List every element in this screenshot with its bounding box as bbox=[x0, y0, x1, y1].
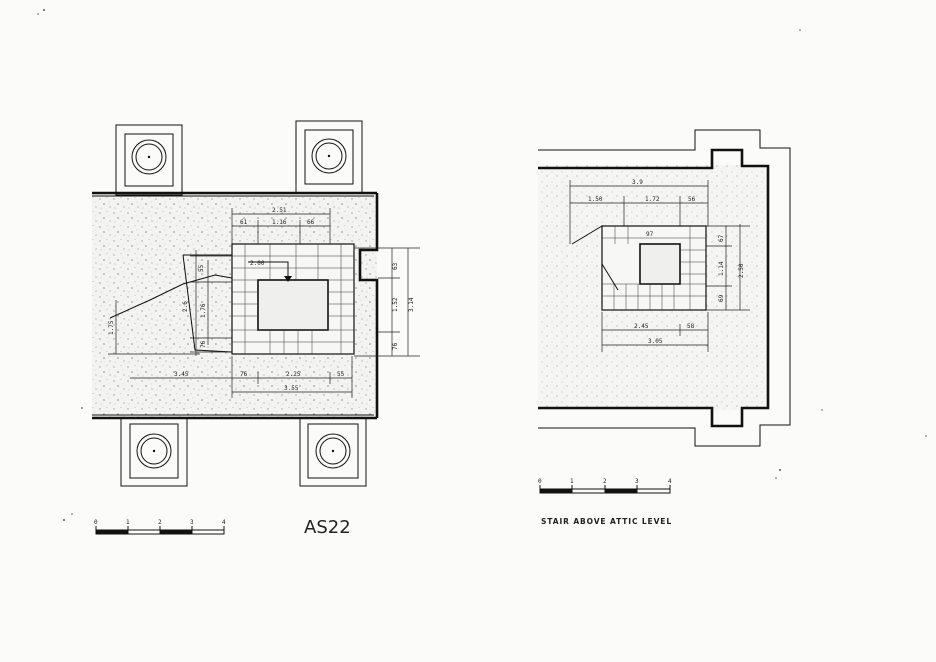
scale-tick: 4 bbox=[668, 478, 672, 485]
left-stair bbox=[231, 243, 355, 355]
left-dimensions-bottom: 3.45 76 2.25 55 3.55 bbox=[130, 356, 353, 398]
dim-inner-label: 2.00 bbox=[250, 260, 265, 267]
column-top-left bbox=[115, 124, 183, 196]
column-bottom-right bbox=[299, 417, 367, 487]
left-dimensions-right: 63 1.52 76 3.14 bbox=[354, 247, 420, 357]
stair-direction-arrow-icon bbox=[248, 261, 289, 278]
dim-bottom-left: 3.45 bbox=[174, 371, 189, 378]
scale-tick: 2 bbox=[603, 478, 607, 485]
dim-left-d: 76 bbox=[200, 340, 207, 348]
left-dimensions-top: 2.51 61 1.16 66 2.00 bbox=[231, 207, 331, 267]
scan-specks bbox=[37, 9, 927, 521]
right-scale-bar: 0 1 2 3 4 bbox=[538, 478, 672, 494]
dim-bottom-overall: 3.05 bbox=[648, 338, 663, 345]
dim-top-b: 1.16 bbox=[272, 219, 287, 226]
right-dimensions-bottom: 2.45 58 3.05 bbox=[601, 312, 709, 352]
left-scale-bar: 0 1 2 3 4 bbox=[94, 519, 226, 535]
dim-right-overall: 2.50 bbox=[738, 263, 745, 278]
scale-tick: 3 bbox=[635, 478, 639, 485]
dim-top-overall: 3.9 bbox=[632, 179, 643, 186]
scale-tick: 3 bbox=[190, 519, 194, 526]
dim-right-c: 76 bbox=[392, 342, 399, 350]
plan-caption: STAIR ABOVE ATTIC LEVEL bbox=[541, 517, 672, 526]
dim-top-c: 66 bbox=[307, 219, 315, 226]
column-center-icon bbox=[147, 155, 151, 159]
left-dimensions-left: 55 2.6 1.76 76 1.75 bbox=[108, 250, 232, 356]
dim-bottom-b: 2.25 bbox=[286, 371, 301, 378]
left-floor-plan: 2.51 61 1.16 66 2.00 55 2.6 1.76 76 1.75 bbox=[92, 120, 420, 487]
dim-top-overall: 2.51 bbox=[272, 207, 287, 214]
dim-top-a: 1.50 bbox=[588, 196, 603, 203]
right-dimensions-right: 67 1.14 69 2.50 bbox=[706, 224, 750, 311]
dim-left-c: 1.76 bbox=[200, 303, 207, 318]
right-floor-plan: 3.9 1.50 1.72 56 97 67 1.14 69 2.50 2 bbox=[538, 129, 791, 447]
dim-bottom-a: 76 bbox=[240, 371, 248, 378]
scale-tick: 1 bbox=[570, 478, 574, 485]
dim-top-a: 61 bbox=[240, 219, 248, 226]
dim-top-b: 1.72 bbox=[645, 196, 660, 203]
dim-right-b: 1.52 bbox=[392, 297, 399, 312]
right-stair bbox=[571, 225, 707, 311]
dim-right-a: 67 bbox=[718, 234, 725, 242]
scale-tick: 4 bbox=[222, 519, 226, 526]
dim-bottom-b: 58 bbox=[687, 323, 695, 330]
dim-right-c: 69 bbox=[718, 294, 725, 302]
dim-left-a: 55 bbox=[198, 264, 205, 272]
column-bottom-left bbox=[120, 417, 188, 487]
right-dimensions-top: 3.9 1.50 1.72 56 97 bbox=[569, 179, 709, 244]
dim-left-far: 1.75 bbox=[108, 320, 115, 335]
column-center-icon bbox=[331, 449, 335, 453]
dim-right-b: 1.14 bbox=[718, 261, 725, 276]
dim-inner-label: 97 bbox=[646, 231, 654, 238]
plan-title: AS22 bbox=[304, 517, 351, 538]
scale-tick: 0 bbox=[94, 519, 98, 526]
column-center-icon bbox=[152, 449, 156, 453]
scale-tick: 1 bbox=[126, 519, 130, 526]
dim-left-b: 2.6 bbox=[182, 301, 189, 312]
dim-bottom-overall: 3.55 bbox=[284, 385, 299, 392]
dim-bottom-c: 55 bbox=[337, 371, 345, 378]
column-center-icon bbox=[327, 154, 331, 158]
scale-tick: 0 bbox=[538, 478, 542, 485]
dim-top-c: 56 bbox=[688, 196, 696, 203]
dim-right-overall: 3.14 bbox=[408, 297, 415, 312]
column-top-right bbox=[295, 120, 363, 194]
scale-tick: 2 bbox=[158, 519, 162, 526]
dim-bottom-a: 2.45 bbox=[634, 323, 649, 330]
dim-right-a: 63 bbox=[392, 262, 399, 270]
